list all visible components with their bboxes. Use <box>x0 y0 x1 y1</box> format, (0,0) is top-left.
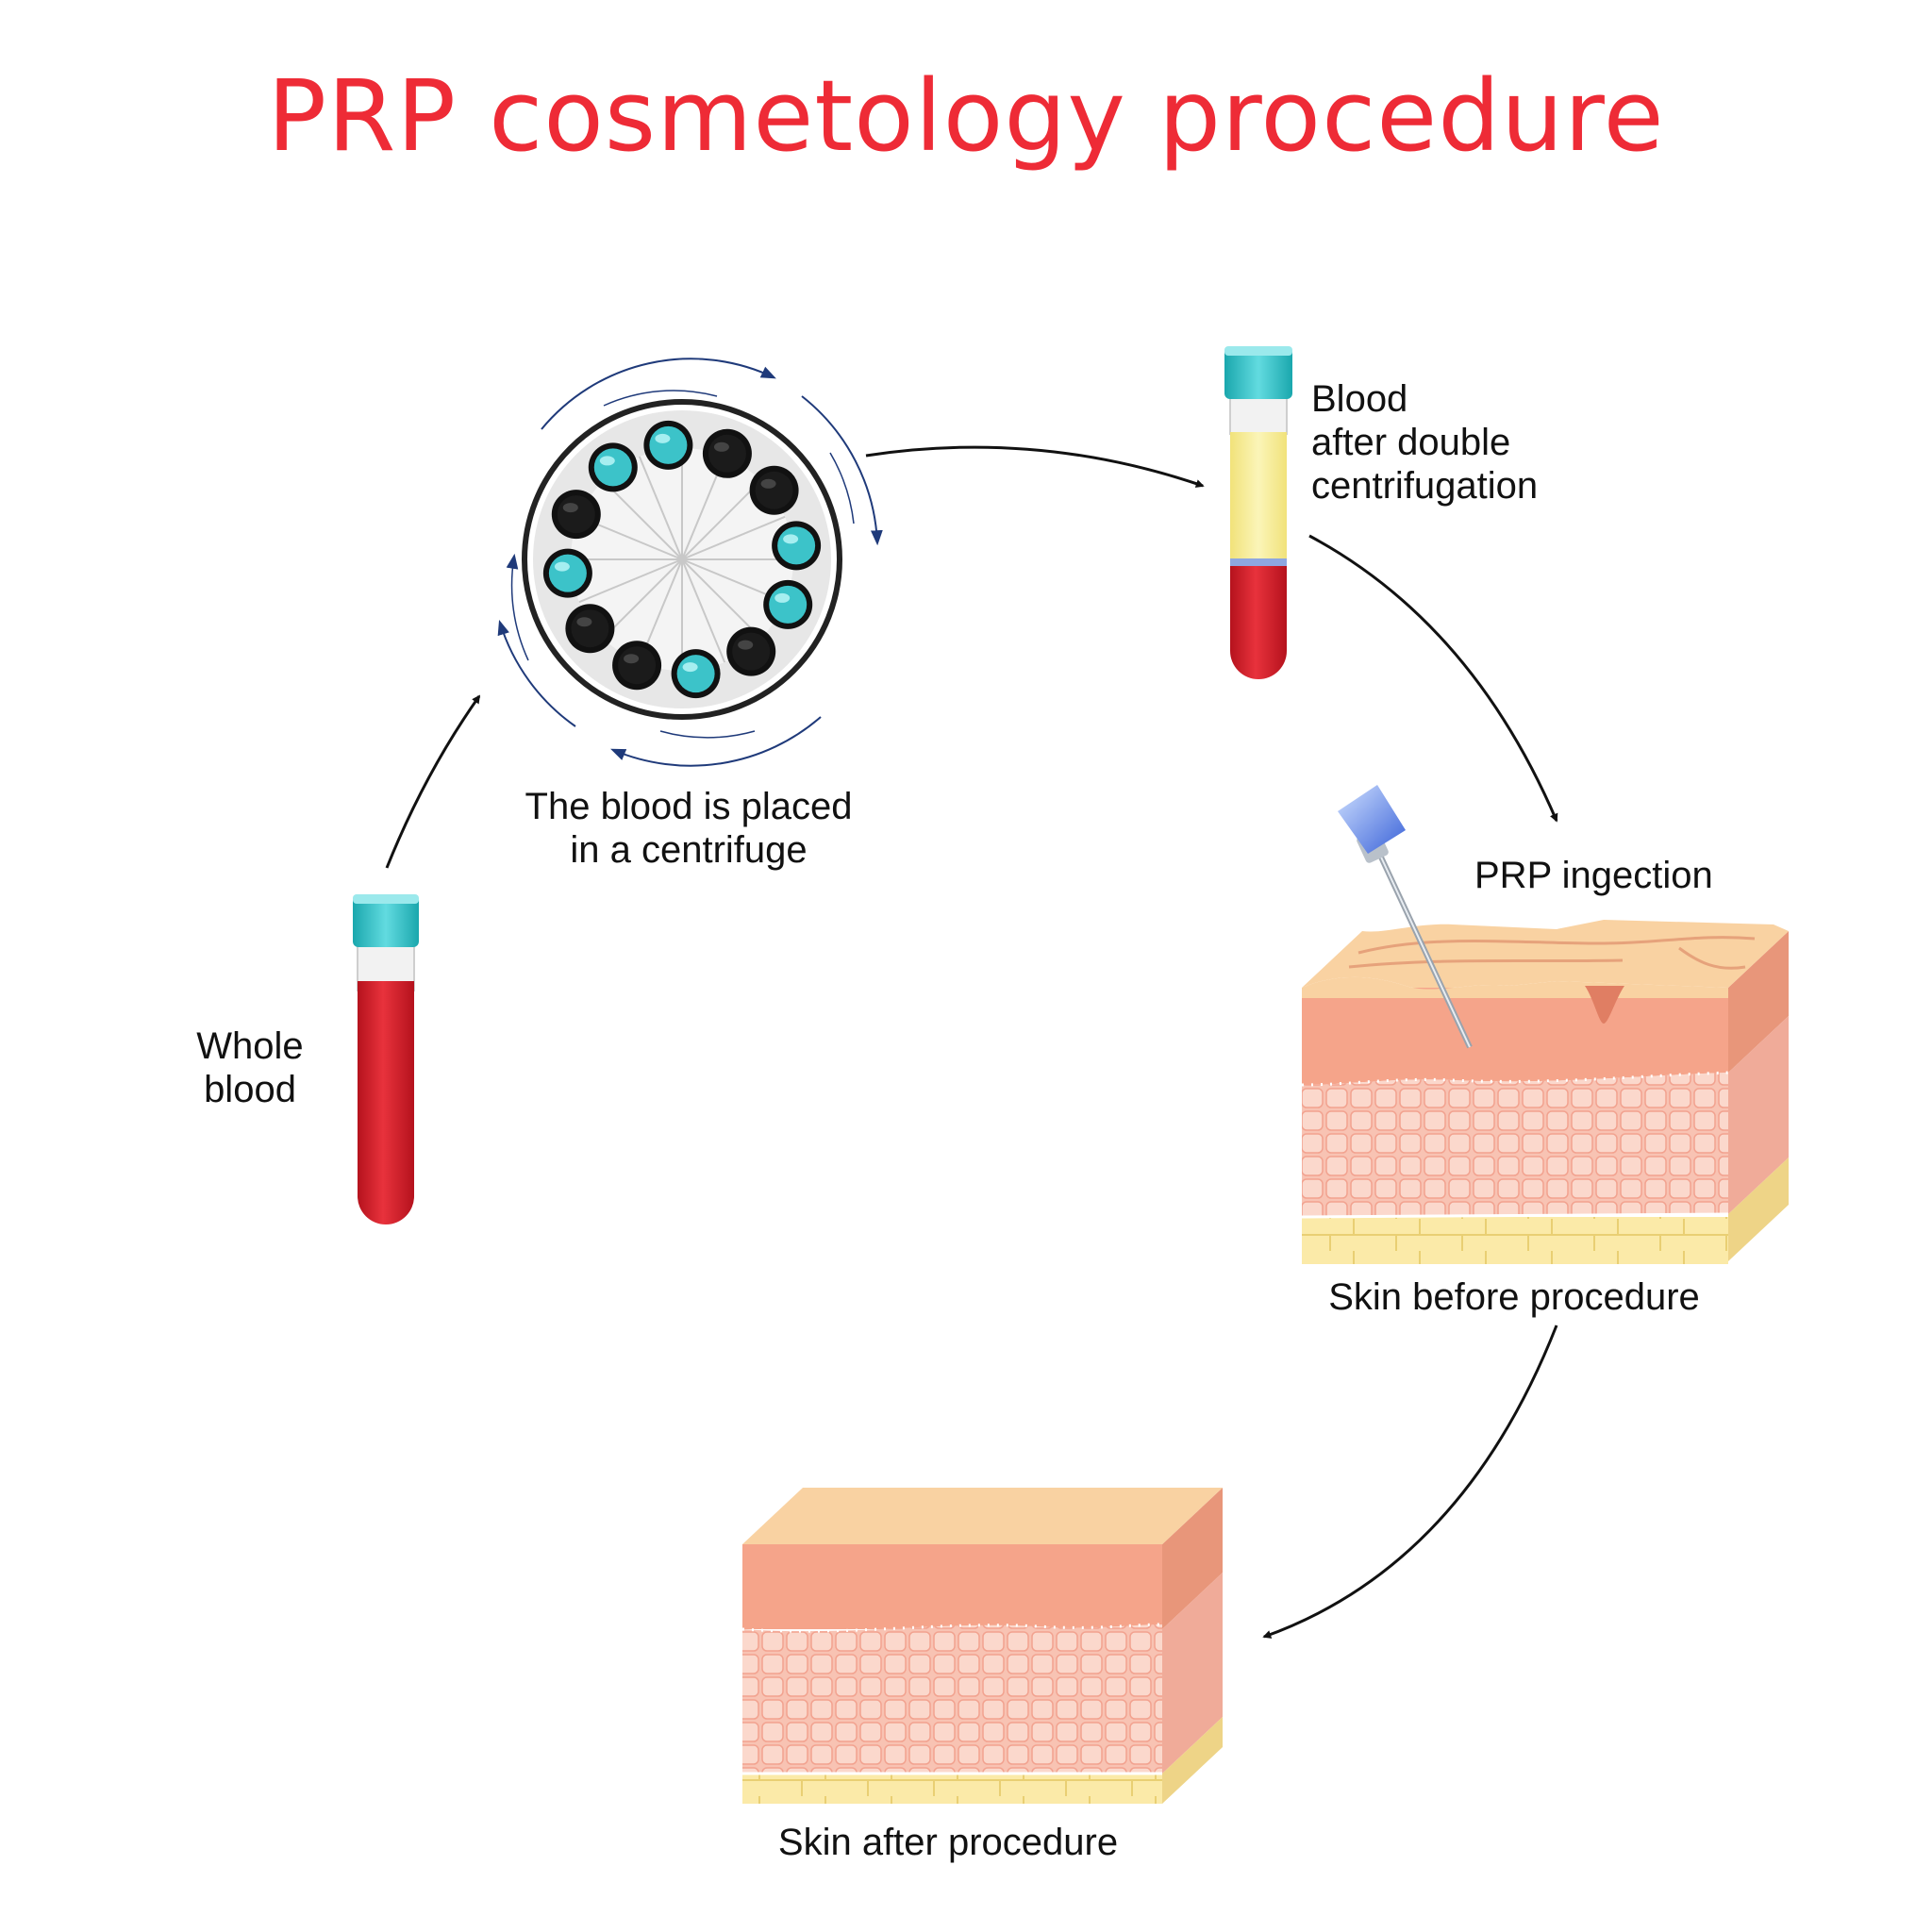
centrifuge <box>497 358 883 767</box>
arrow-centrifuge-to-tube <box>865 445 1205 488</box>
centrifuged-blood-tube <box>1224 346 1292 679</box>
skin-before-block <box>1301 920 1789 1264</box>
centrifuge-slot <box>671 649 721 699</box>
centrifuge-slot <box>588 442 638 492</box>
whole-blood-label: Whole blood <box>196 1025 304 1110</box>
centrifuge-slot <box>612 641 662 691</box>
injection-label: PRP ingection <box>1474 855 1713 896</box>
page-title: PRP cosmetology procedure <box>267 58 1665 174</box>
skin-after-block <box>741 1488 1223 1804</box>
arrow-tube-to-injection <box>1308 534 1558 823</box>
centrifuge-slot <box>726 626 776 676</box>
syringe-needle <box>1338 785 1473 1049</box>
centrifuge-slot <box>749 465 799 515</box>
centrifuge-slot <box>565 604 615 654</box>
flow-arrows <box>385 445 1558 1639</box>
centrifuge-slot <box>772 521 822 571</box>
centrifuge-slot <box>551 490 601 540</box>
centrifuge-slot <box>643 420 693 470</box>
centrifuge-slot <box>542 548 592 598</box>
whole-blood-tube <box>353 894 419 1224</box>
skin-before-label: Skin before procedure <box>1328 1276 1700 1318</box>
arrow-before-to-after <box>1262 1324 1558 1639</box>
arrow-tube-to-centrifuge <box>385 694 481 869</box>
centrifuge-slot <box>702 428 752 478</box>
centrifuge-slot <box>763 579 813 629</box>
centrifugation-label: Blood after double centrifugation <box>1311 378 1539 507</box>
skin-after-label: Skin after procedure <box>777 1822 1119 1863</box>
centrifuge-label: The blood is placed in a centrifuge <box>525 786 853 871</box>
